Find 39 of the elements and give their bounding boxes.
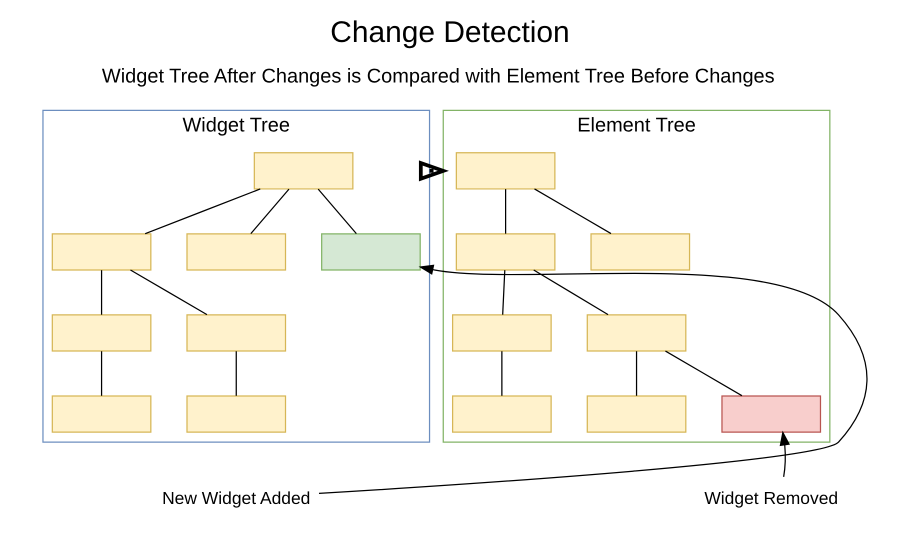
node-box [452,314,552,352]
node-box [586,314,686,352]
node-box [320,233,420,271]
arrow [318,264,867,494]
node-box [186,395,286,433]
connector [500,351,502,396]
connector [502,270,505,315]
label: Widget Tree After Changes is Compared with Element Tree Before Changes [101,66,774,88]
connector [532,269,608,316]
cluster: Element Tree [442,110,830,443]
node-box [452,395,552,433]
arrow [779,430,790,478]
node-box [51,395,151,433]
node-box [253,152,353,190]
connector [504,189,506,234]
node-box [186,314,286,352]
connector [144,188,260,234]
connector [635,351,637,396]
node-text: Widget Removed [704,488,838,508]
node-box [586,395,686,433]
node-box [720,395,821,433]
node-box [590,233,690,271]
connector [317,188,356,234]
cluster: Widget Tree [42,110,430,443]
node-box [455,233,555,271]
connector [250,188,289,234]
diagram-title: Change Detection [330,16,570,50]
node-box [51,233,151,271]
node-text: New Widget Added [162,488,310,508]
connector [235,351,236,396]
connector [534,188,611,234]
connector [100,351,102,396]
node-box [455,152,555,190]
node-box [51,314,151,352]
connector [100,270,102,315]
connector [664,350,742,396]
node-box [186,233,286,271]
connector [130,269,207,316]
arrow [418,160,448,182]
